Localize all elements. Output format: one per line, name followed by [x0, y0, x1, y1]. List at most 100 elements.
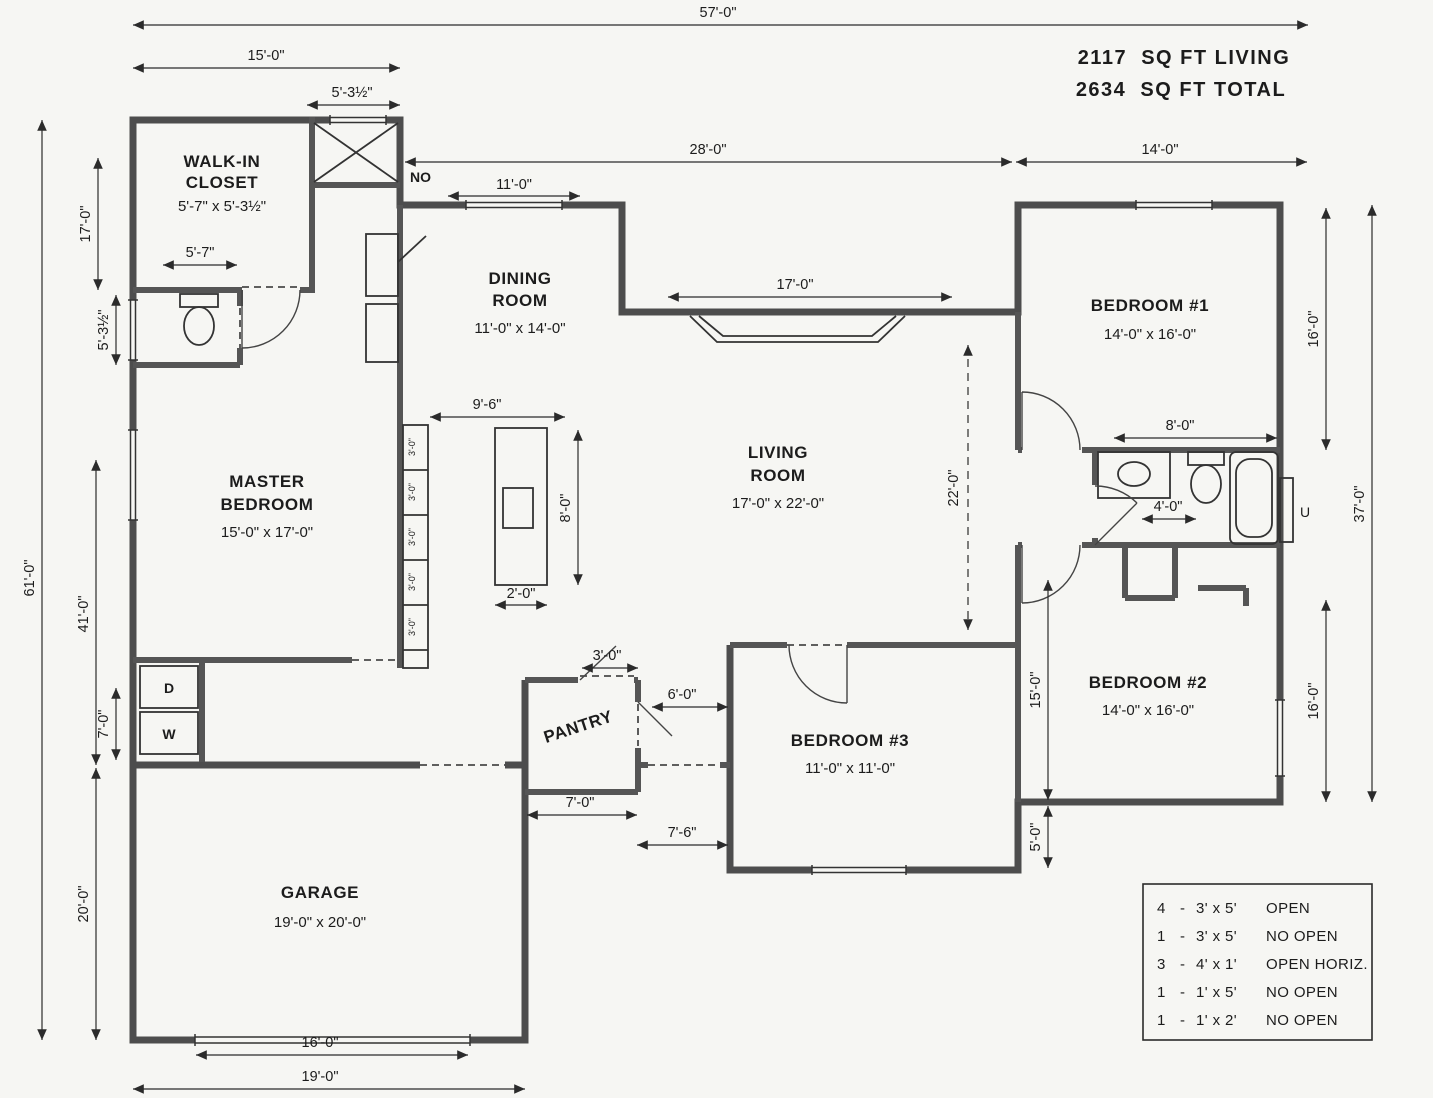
bedroom2-door-arc: [1021, 544, 1081, 604]
dining-room-label-1: DINING: [488, 269, 551, 288]
bedroom2-window: [1275, 699, 1285, 777]
pantry-door-leafs: [579, 645, 673, 737]
bedroom1-dims: 14'-0" x 16'-0": [1104, 326, 1196, 343]
walk-in-closet-label-1: WALK-IN: [184, 152, 261, 171]
legend-row-1-sep: -: [1180, 900, 1185, 917]
legend-row-2-qty: 1: [1157, 928, 1166, 945]
dimension-lines: [37, 20, 1377, 1094]
legend-box: [1142, 883, 1373, 1041]
legend-row-4-sep: -: [1180, 984, 1185, 1001]
dim-left-41: 41'-0": [76, 596, 92, 633]
dim-island-width: 2'-0": [507, 586, 536, 602]
dim-right-37: 37'-0": [1352, 486, 1368, 523]
bathtub-icon: [1229, 451, 1279, 545]
kitchen-counter: [402, 424, 429, 669]
dim-left-7: 7'-0": [96, 710, 112, 739]
title-block: 2117 SQ FT LIVING 2634 SQ FT TOTAL: [1076, 47, 1291, 101]
washer-label: W: [162, 726, 176, 742]
dim-bedroom2-15: 15'-0": [1028, 672, 1044, 709]
dim-counter-seg-3: 3'-0": [407, 528, 417, 546]
dim-dining-window: 11'-0": [496, 177, 532, 193]
dim-step-5: 5'-0": [1028, 823, 1044, 852]
legend-row-4-qty: 1: [1157, 984, 1166, 1001]
sq-ft-living: 2117 SQ FT LIVING: [1078, 47, 1291, 69]
dryer-label: D: [164, 680, 174, 696]
dim-kitchen-width: 9'-6": [473, 397, 502, 413]
legend-row-2-sep: -: [1180, 928, 1185, 945]
pantry-label: PANTRY: [541, 707, 615, 747]
dim-living-height: 22'-0": [946, 470, 962, 507]
bath-vanity: [1097, 451, 1171, 499]
dim-hall2-width: 7'-6": [668, 825, 697, 841]
bedroom2-dims: 14'-0" x 16'-0": [1102, 702, 1194, 719]
dim-closet-inner: 5'-7": [186, 245, 215, 261]
island-sink-icon: [502, 487, 534, 529]
dim-left-20: 20'-0": [76, 886, 92, 923]
dimension-labels: 57'-0" 15'-0" 5'-3½" 28'-0" 14'-0" 11'-0…: [22, 5, 1368, 1085]
washer-box: [139, 711, 199, 755]
garage-door: [194, 1034, 471, 1046]
legend-row-5-note: NO OPEN: [1266, 1012, 1338, 1029]
powder-toilet-icon: [183, 306, 215, 346]
dim-hall-width: 6'-0": [668, 687, 697, 703]
legend-row-1-qty: 4: [1157, 900, 1166, 917]
legend-row-4-note: NO OPEN: [1266, 984, 1338, 1001]
dashed-openings: [239, 286, 847, 766]
bay-window: [689, 315, 906, 343]
legend-row-3-qty: 3: [1157, 956, 1166, 973]
master-bedroom-label-2: BEDROOM: [221, 495, 314, 514]
walk-in-closet-label-2: CLOSET: [186, 173, 259, 192]
windows: [128, 115, 1285, 1046]
bath-toilet-tank-icon: [1187, 451, 1225, 466]
dim-closet-top: 5'-3½": [332, 85, 373, 101]
dining-room-dims: 11'-0" x 14'-0": [474, 320, 565, 337]
dim-pantry-door: 3'-0": [593, 648, 622, 664]
hall-cabinet-upper: [365, 233, 399, 297]
kitchen-island: [494, 427, 548, 586]
bath-door-arc: [1094, 485, 1138, 546]
dim-bath-width: 8'-0": [1166, 418, 1195, 434]
utility-label: U: [1300, 504, 1310, 520]
no-open-label: NO: [410, 169, 431, 185]
living-room-dims: 17'-0" x 22'-0": [732, 495, 824, 512]
master-bedroom-label-1: MASTER: [229, 472, 304, 491]
bath-toilet-icon: [1190, 464, 1222, 504]
bedroom3-dims: 11'-0" x 11'-0": [805, 760, 895, 777]
dim-right-width: 14'-0": [1142, 142, 1179, 158]
closet-door-arc: [241, 289, 301, 349]
dim-bath-door: 4'-0": [1154, 499, 1183, 515]
legend-row-5-size: 1' x 2': [1196, 1012, 1237, 1029]
dining-window: [465, 200, 563, 210]
bedroom3-door-arc: [788, 644, 848, 704]
dim-mid-width: 28'-0": [690, 142, 727, 158]
hall-cabinet-lower: [365, 303, 399, 363]
window-legend: 4 - 3' x 5' OPEN 1 - 3' x 5' NO OPEN 3 -…: [1142, 883, 1373, 1041]
legend-row-4-size: 1' x 5': [1196, 984, 1237, 1001]
master-bedroom-dims: 15'-0" x 17'-0": [221, 524, 313, 541]
dim-counter-seg-5: 3'-0": [407, 618, 417, 636]
dim-counter-seg-4: 3'-0": [407, 573, 417, 591]
closet-window: [329, 115, 387, 125]
dim-right-16-top: 16'-0": [1306, 311, 1322, 348]
bedroom1-label: BEDROOM #1: [1091, 296, 1209, 315]
bath-sink-icon: [1117, 461, 1151, 487]
legend-row-1-note: OPEN: [1266, 900, 1310, 917]
bedroom1-door-arc: [1021, 391, 1081, 451]
dim-garage-width: 19'-0": [302, 1069, 339, 1085]
dim-pantry-width: 7'-0": [566, 795, 595, 811]
bedroom1-window: [1135, 200, 1213, 210]
powder-toilet-tank-icon: [179, 293, 219, 308]
legend-row-2-size: 3' x 5': [1196, 928, 1237, 945]
dim-bay-window: 17'-0": [777, 277, 814, 293]
legend-row-3-size: 4' x 1': [1196, 956, 1237, 973]
walk-in-closet-dims: 5'-7" x 5'-3½": [178, 198, 266, 215]
legend-row-3-sep: -: [1180, 956, 1185, 973]
legend-row-5-sep: -: [1180, 1012, 1185, 1029]
dining-room-label-2: ROOM: [492, 291, 547, 310]
powder-window: [128, 299, 138, 361]
door-swings: [241, 289, 1138, 737]
living-room-label-2: ROOM: [750, 466, 805, 485]
bedroom3-label: BEDROOM #3: [791, 731, 909, 750]
